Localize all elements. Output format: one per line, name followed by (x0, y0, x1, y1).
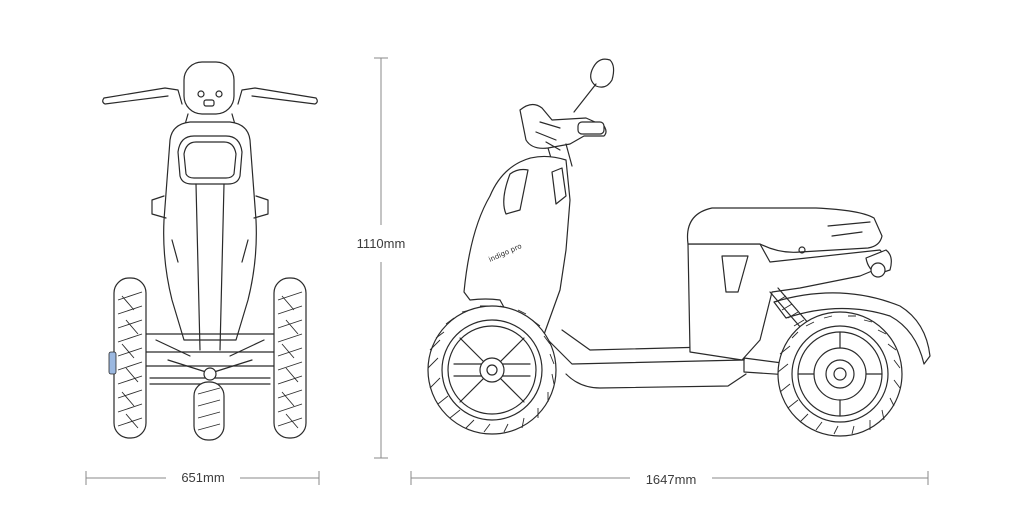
side-panel-vent (721, 255, 749, 293)
front-indicator-right (215, 90, 223, 98)
front-handlebar-right (237, 87, 318, 105)
front-wheel-left (113, 277, 147, 439)
front-center-spine (195, 183, 225, 351)
front-axle-hub (203, 367, 217, 381)
front-side-panel-right (253, 195, 269, 219)
side-handlebar-cluster (519, 103, 607, 149)
front-axle (131, 333, 291, 385)
side-seat (686, 207, 883, 253)
front-reflector-left (108, 351, 117, 375)
front-view-rear-wheel (193, 381, 225, 441)
front-wheel-right (273, 277, 307, 439)
side-front-light (503, 168, 529, 215)
front-head-unit (183, 61, 235, 115)
width-dimension: 651mm (85, 470, 320, 485)
side-mirror (590, 58, 615, 88)
front-sensor (203, 99, 215, 107)
side-front-body (463, 155, 571, 345)
width-label: 651mm (181, 470, 224, 485)
front-indicator-left (197, 90, 205, 98)
front-view: 651mm (85, 61, 320, 485)
side-rear-fender (773, 292, 931, 365)
side-rear-wheel (777, 311, 903, 437)
side-front-wheel (427, 305, 557, 435)
side-view: indigo pro (410, 58, 931, 487)
height-label: 1110mm (357, 236, 406, 251)
height-dimension: 1110mm (357, 57, 406, 459)
length-label: 1647mm (646, 472, 697, 487)
length-dimension: 1647mm (410, 471, 929, 487)
front-side-panel-left (151, 195, 167, 219)
front-handlebar-left (102, 87, 183, 105)
front-headlight (177, 135, 243, 185)
front-body-shield (163, 121, 257, 341)
